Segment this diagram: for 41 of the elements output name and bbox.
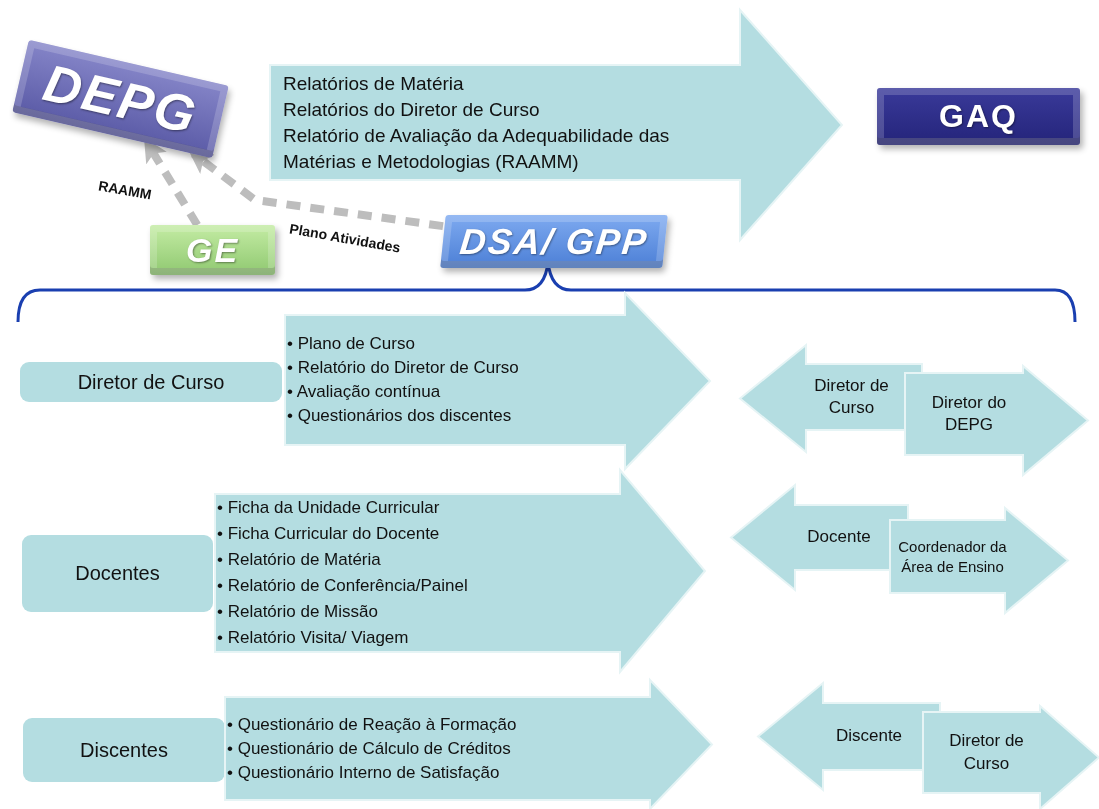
node-label: Coordenador da Área de Ensino: [897, 537, 1008, 576]
arrow-shape: [215, 470, 705, 672]
rounded-box: [20, 362, 282, 402]
node-label: Diretor de Curso: [813, 374, 890, 419]
node-label: Diretor do DEPG: [930, 391, 1008, 436]
arrow-shape: [890, 508, 1068, 613]
list-item: • Relatório do Diretor de Curso: [287, 357, 519, 379]
node-label: Docente: [807, 526, 871, 549]
arrow-shape: [923, 706, 1099, 809]
list-item: • Ficha Curricular do Docente: [217, 523, 441, 545]
label-tile: [877, 88, 1080, 145]
list-item: • Questionário de Reação à Formação: [227, 713, 517, 736]
node-label: Discentes: [80, 738, 168, 762]
list-item: • Relatório de Missão: [217, 601, 379, 623]
node-label: Diretor de Curso: [948, 730, 1025, 775]
arrow-shape: [285, 293, 710, 469]
node-label: Docentes: [75, 562, 160, 585]
node-label: Diretor de Curso: [77, 370, 225, 394]
list-item: • Questionário de Cálculo de Créditos: [227, 737, 512, 760]
list-item: • Relatório Visita/ Viagem: [217, 627, 410, 649]
node-label: GE: [185, 230, 240, 270]
text-line: Relatórios de Matéria: [283, 71, 465, 96]
label-tile: [440, 215, 668, 268]
list-item: • Avaliação contínua: [287, 381, 442, 403]
list-item: • Relatório de Conferência/Painel: [217, 575, 468, 597]
list-item: • Questionários dos discentes: [287, 405, 513, 427]
rounded-box: [23, 718, 225, 782]
list-item: • Relatório de Matéria: [217, 549, 382, 571]
list-item: • Plano de Curso: [287, 333, 416, 355]
arrow-shape: [225, 680, 712, 809]
rounded-box: [22, 535, 213, 612]
node-label: Discente: [835, 725, 903, 748]
label-tile: [150, 225, 275, 275]
text-line: Relatórios do Diretor de Curso: [283, 97, 541, 122]
node-label: GAQ: [939, 98, 1018, 135]
node-label: DSA/ GPP: [457, 220, 651, 263]
text-line: Relatório de Avaliação da Adequabilidade das Matérias e Metodologias (RAAMM): [283, 123, 671, 174]
list-item: • Ficha da Unidade Curricular: [217, 497, 441, 519]
list-item: • Questionário Interno de Satisfação: [227, 761, 501, 784]
node-label: DEPG: [38, 52, 203, 146]
arrow-shape: [905, 366, 1088, 475]
